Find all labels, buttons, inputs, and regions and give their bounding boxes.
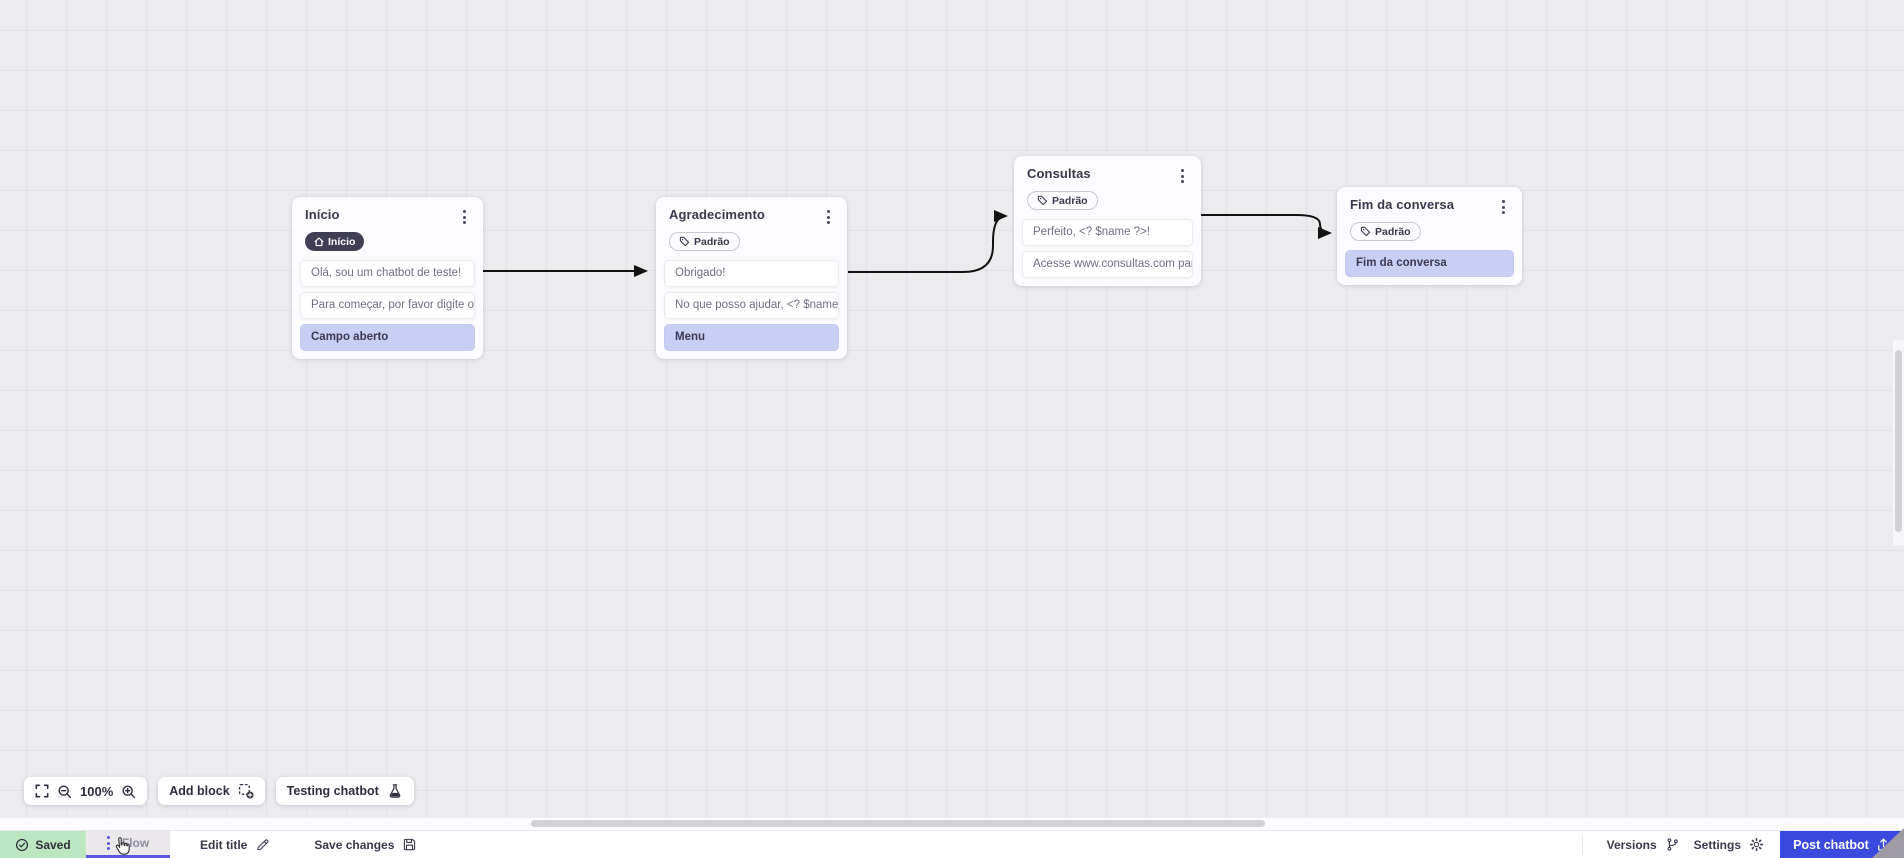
node-type-badge: Padrão [1350, 222, 1421, 241]
edit-title-button[interactable]: Edit title [200, 831, 270, 858]
horizontal-scrollbar[interactable] [531, 820, 1265, 827]
fullscreen-icon [35, 784, 49, 798]
horizontal-scrollbar-track [0, 818, 1904, 830]
message-bubble[interactable]: Olá, sou um chatbot de teste! [300, 260, 475, 287]
footer-divider [1581, 835, 1583, 854]
edit-title-label: Edit title [200, 837, 248, 852]
tag-icon [1037, 195, 1048, 206]
input-block[interactable]: Menu [664, 324, 839, 351]
node-rows: Olá, sou um chatbot de teste! Para começ… [300, 260, 475, 351]
message-bubble[interactable]: Obrigado! [664, 260, 839, 287]
testing-chatbot-label: Testing chatbot [286, 784, 379, 798]
tab-flow[interactable]: Flow [86, 831, 170, 858]
bottom-bar: Saved Flow Edit title Save changes Versi… [0, 830, 1904, 858]
node-menu-button[interactable] [1177, 167, 1188, 185]
flow-tab-label: Flow [121, 836, 150, 850]
badge-label: Padrão [694, 235, 730, 248]
node-menu-button[interactable] [459, 208, 470, 226]
flow-menu-icon[interactable] [106, 836, 110, 850]
connector-agradecimento-consultas [848, 210, 1008, 273]
message-bubble[interactable]: No que posso ajudar, <? $name ... [664, 292, 839, 319]
message-bubble[interactable]: Para começar, por favor digite o ... [300, 292, 475, 319]
node-header: Consultas [1022, 166, 1193, 185]
node-header: Início [300, 207, 475, 226]
vertical-scrollbar[interactable] [1895, 350, 1902, 532]
tag-icon [1360, 226, 1371, 237]
fit-screen-button[interactable] [35, 784, 49, 798]
node-title: Agradecimento [669, 207, 765, 222]
footer-spacer [417, 831, 1581, 858]
node-menu-button[interactable] [1498, 198, 1509, 216]
save-changes-button[interactable]: Save changes [314, 831, 417, 858]
add-block-label: Add block [169, 784, 230, 798]
badge-label: Padrão [1375, 225, 1411, 238]
flow-canvas[interactable]: Início Início Olá, sou um chatbot de tes… [0, 0, 1904, 830]
flow-node-agradecimento[interactable]: Agradecimento Padrão Obrigado! No que po… [656, 197, 847, 359]
flow-node-consultas[interactable]: Consultas Padrão Perfeito, <? $name ?>! … [1014, 156, 1201, 286]
flask-icon [389, 784, 401, 798]
flow-node-inicio[interactable]: Início Início Olá, sou um chatbot de tes… [292, 197, 483, 359]
node-rows: Obrigado! No que posso ajudar, <? $name … [664, 260, 839, 351]
settings-label: Settings [1693, 837, 1741, 852]
node-menu-button[interactable] [823, 208, 834, 226]
versions-label: Versions [1606, 837, 1657, 852]
zoom-out-icon [58, 784, 72, 798]
connector-consultas-fim [1201, 214, 1332, 239]
testing-chatbot-button[interactable]: Testing chatbot [275, 777, 414, 805]
zoom-level-label: 100% [80, 783, 114, 799]
canvas-toolbar: 100% Add block Testing chatbot [24, 777, 414, 805]
save-changes-label: Save changes [314, 837, 395, 852]
node-title: Consultas [1027, 166, 1091, 181]
tag-icon [679, 236, 690, 247]
gear-icon [1749, 837, 1764, 852]
settings-button[interactable]: Settings [1694, 831, 1764, 858]
node-title: Fim da conversa [1350, 197, 1455, 212]
pencil-icon [257, 839, 269, 851]
zoom-in-icon [122, 784, 136, 798]
saved-label: Saved [35, 837, 71, 852]
branch-icon [1667, 838, 1678, 851]
input-block[interactable]: Fim da conversa [1345, 250, 1514, 277]
flow-connectors [483, 210, 1332, 277]
node-header: Fim da conversa [1345, 197, 1514, 216]
versions-button[interactable]: Versions [1607, 831, 1680, 858]
node-type-badge: Padrão [669, 232, 740, 251]
zoom-out-button[interactable] [57, 784, 72, 799]
badge-label: Padrão [1052, 194, 1088, 207]
node-header: Agradecimento [664, 207, 839, 226]
message-bubble[interactable]: Perfeito, <? $name ?>! [1022, 219, 1193, 246]
node-type-badge: Padrão [1027, 191, 1098, 210]
check-circle-icon [16, 838, 29, 851]
badge-label: Início [328, 235, 356, 248]
zoom-controls: 100% [24, 777, 148, 805]
home-icon [314, 236, 324, 246]
zoom-in-button[interactable] [121, 784, 136, 799]
post-chatbot-label: Post chatbot [1793, 837, 1869, 852]
node-type-badge: Início [305, 232, 365, 251]
message-bubble[interactable]: Acesse www.consultas.com par... [1022, 251, 1193, 278]
saved-status-badge: Saved [0, 831, 86, 858]
node-rows: Fim da conversa [1345, 250, 1514, 277]
node-title: Início [305, 207, 340, 222]
input-block[interactable]: Campo aberto [300, 324, 475, 351]
node-rows: Perfeito, <? $name ?>! Acesse www.consul… [1022, 219, 1193, 278]
add-block-button[interactable]: Add block [158, 777, 265, 805]
save-icon [404, 838, 416, 851]
flow-node-fim-da-conversa[interactable]: Fim da conversa Padrão Fim da conversa [1337, 187, 1522, 285]
add-block-icon [238, 783, 254, 799]
